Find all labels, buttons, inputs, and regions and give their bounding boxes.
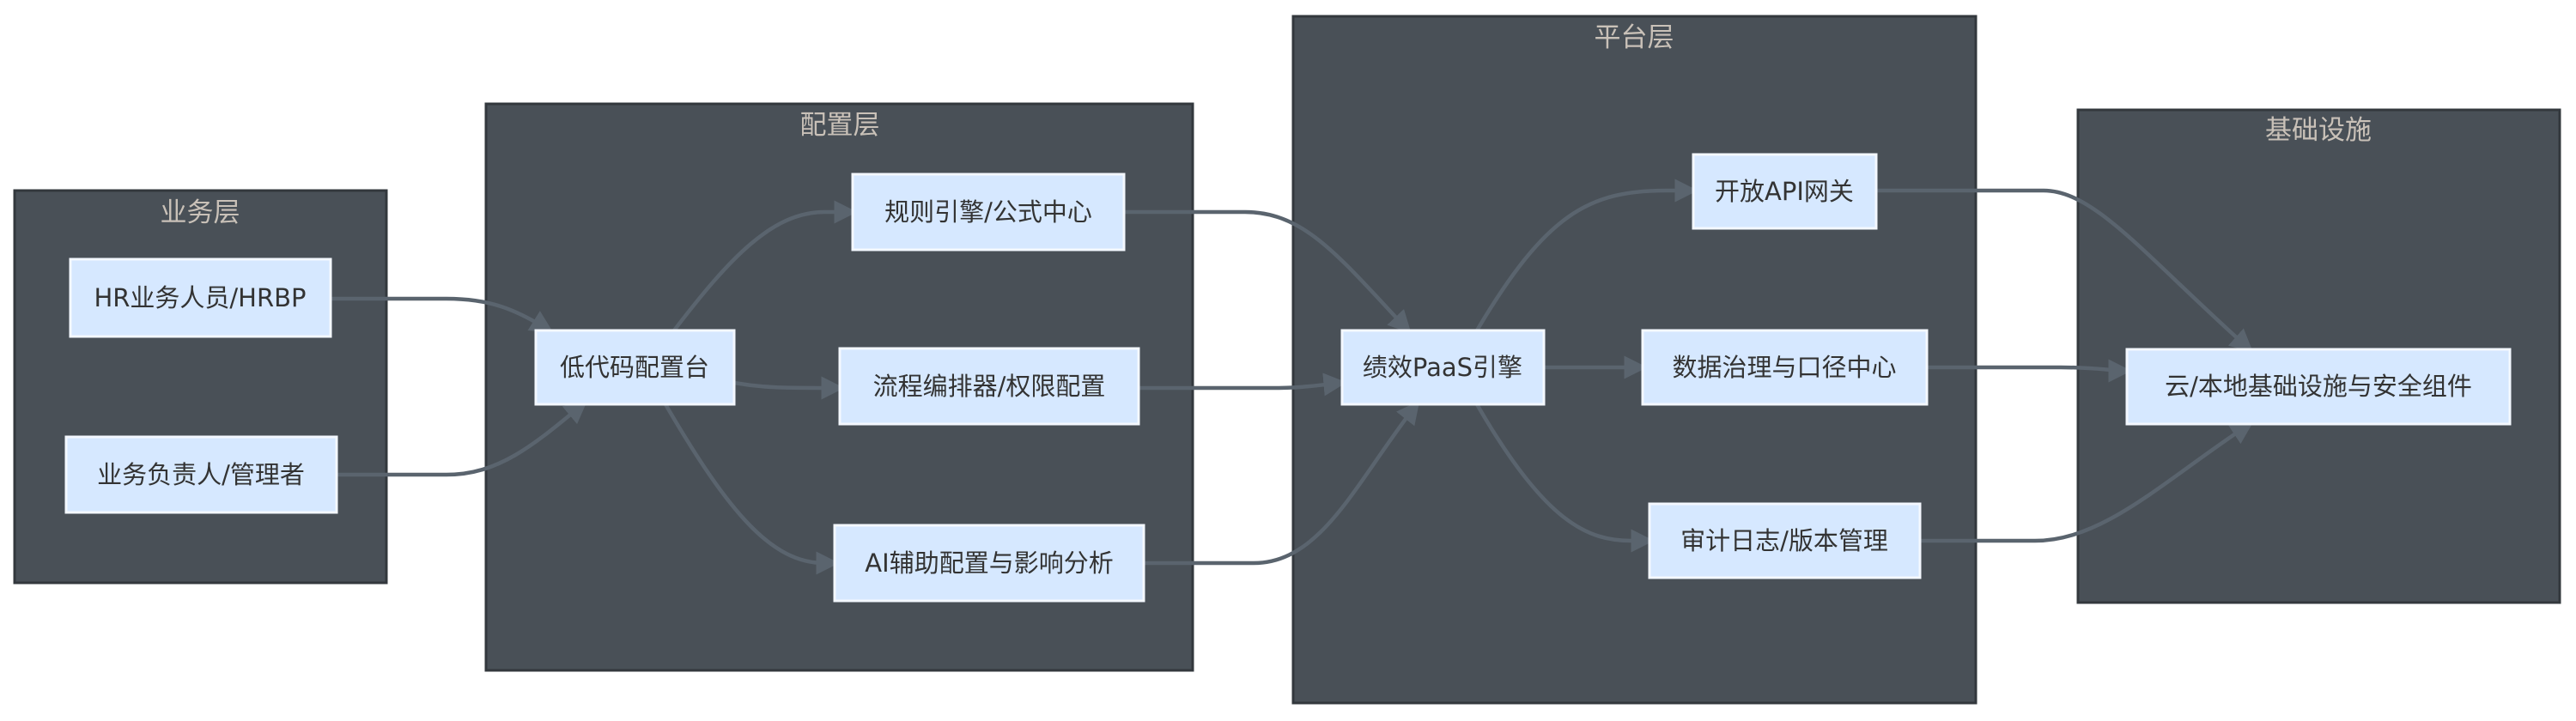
edge-lowcode-to-ai [664,403,840,575]
edge-flow-to-paas [1139,373,1347,397]
cluster-title-platform: 平台层 [1595,22,1674,53]
node-label: 规则引擎/公式中心 [884,197,1092,227]
node-label: HR业务人员/HRBP [94,283,306,312]
edge-rules-to-paas [1124,209,1412,334]
node-label: 业务负责人/管理者 [97,460,305,489]
edge-owner-to-lowcode [337,400,588,477]
edges [331,179,2254,575]
edge-lowcode-to-rules [672,200,858,332]
edge-api-to-cloud [1876,188,2254,353]
node-label: 低代码配置台 [560,353,709,382]
node-cloud-infra[interactable]: 云/本地基础设施与安全组件 [2125,348,2512,426]
edge-lowcode-to-flow [733,376,845,400]
cluster-business-layer: 业务层 [13,189,388,585]
node-business-owner[interactable]: 业务负责人/管理者 [64,435,338,514]
node-label: AI辅助配置与影响分析 [865,548,1113,578]
node-data-governance[interactable]: 数据治理与口径中心 [1641,329,1929,406]
edge-paas-to-audit [1475,403,1655,553]
node-audit-log[interactable]: 审计日志/版本管理 [1648,502,1922,579]
node-flow-orchestrator[interactable]: 流程编排器/权限配置 [838,347,1140,426]
node-rules-engine[interactable]: 规则引擎/公式中心 [851,173,1126,251]
cluster-title-config: 配置层 [800,110,880,141]
node-hr-staff[interactable]: HR业务人员/HRBP [69,258,332,338]
node-label: 云/本地基础设施与安全组件 [2165,372,2472,401]
node-label: 开放API网关 [1715,177,1854,206]
edge-paas-to-api [1475,179,1698,332]
node-label: 数据治理与口径中心 [1672,353,1896,382]
node-label: 审计日志/版本管理 [1680,526,1888,555]
node-label: 绩效PaaS引擎 [1363,353,1522,382]
edge-hr-to-lowcode [331,296,554,333]
edge-data-to-cloud [1927,359,2132,383]
node-api-gateway[interactable]: 开放API网关 [1692,153,1878,230]
node-lowcode-console[interactable]: 低代码配置台 [534,329,736,406]
edge-ai-to-paas [1144,400,1420,566]
cluster-title-business: 业务层 [161,197,240,228]
node-paas-engine[interactable]: 绩效PaaS引擎 [1340,329,1546,406]
node-ai-config[interactable]: AI辅助配置与影响分析 [833,524,1145,603]
edge-audit-to-cloud [1920,421,2254,543]
node-label: 流程编排器/权限配置 [873,372,1106,401]
cluster-title-infra: 基础设施 [2265,115,2372,146]
